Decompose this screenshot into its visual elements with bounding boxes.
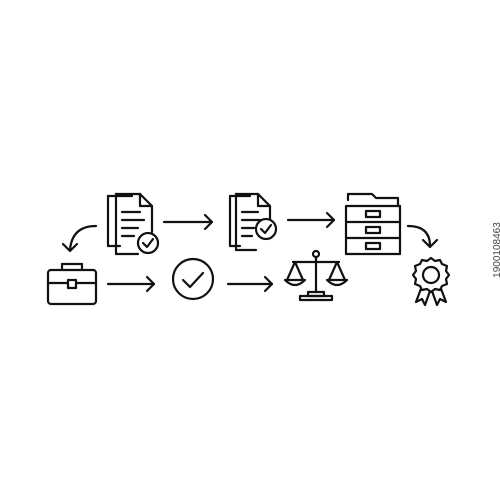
- arrow-right-icon: [226, 275, 274, 293]
- curved-arrow-icon: [61, 224, 98, 253]
- award-badge-icon: [411, 256, 451, 307]
- arrow-right-icon: [286, 211, 336, 229]
- briefcase-icon: [46, 262, 98, 306]
- check-circle-icon: [171, 257, 215, 301]
- arrow-right-icon: [162, 213, 214, 231]
- arrow-right-icon: [106, 275, 156, 293]
- scales-of-justice-icon: [283, 249, 349, 302]
- stock-id-label: 1900108463: [492, 222, 500, 278]
- curved-arrow-icon: [406, 224, 439, 249]
- filing-cabinet-icon: [344, 192, 402, 256]
- document-check-icon: [228, 192, 278, 252]
- document-check-icon: [106, 192, 160, 256]
